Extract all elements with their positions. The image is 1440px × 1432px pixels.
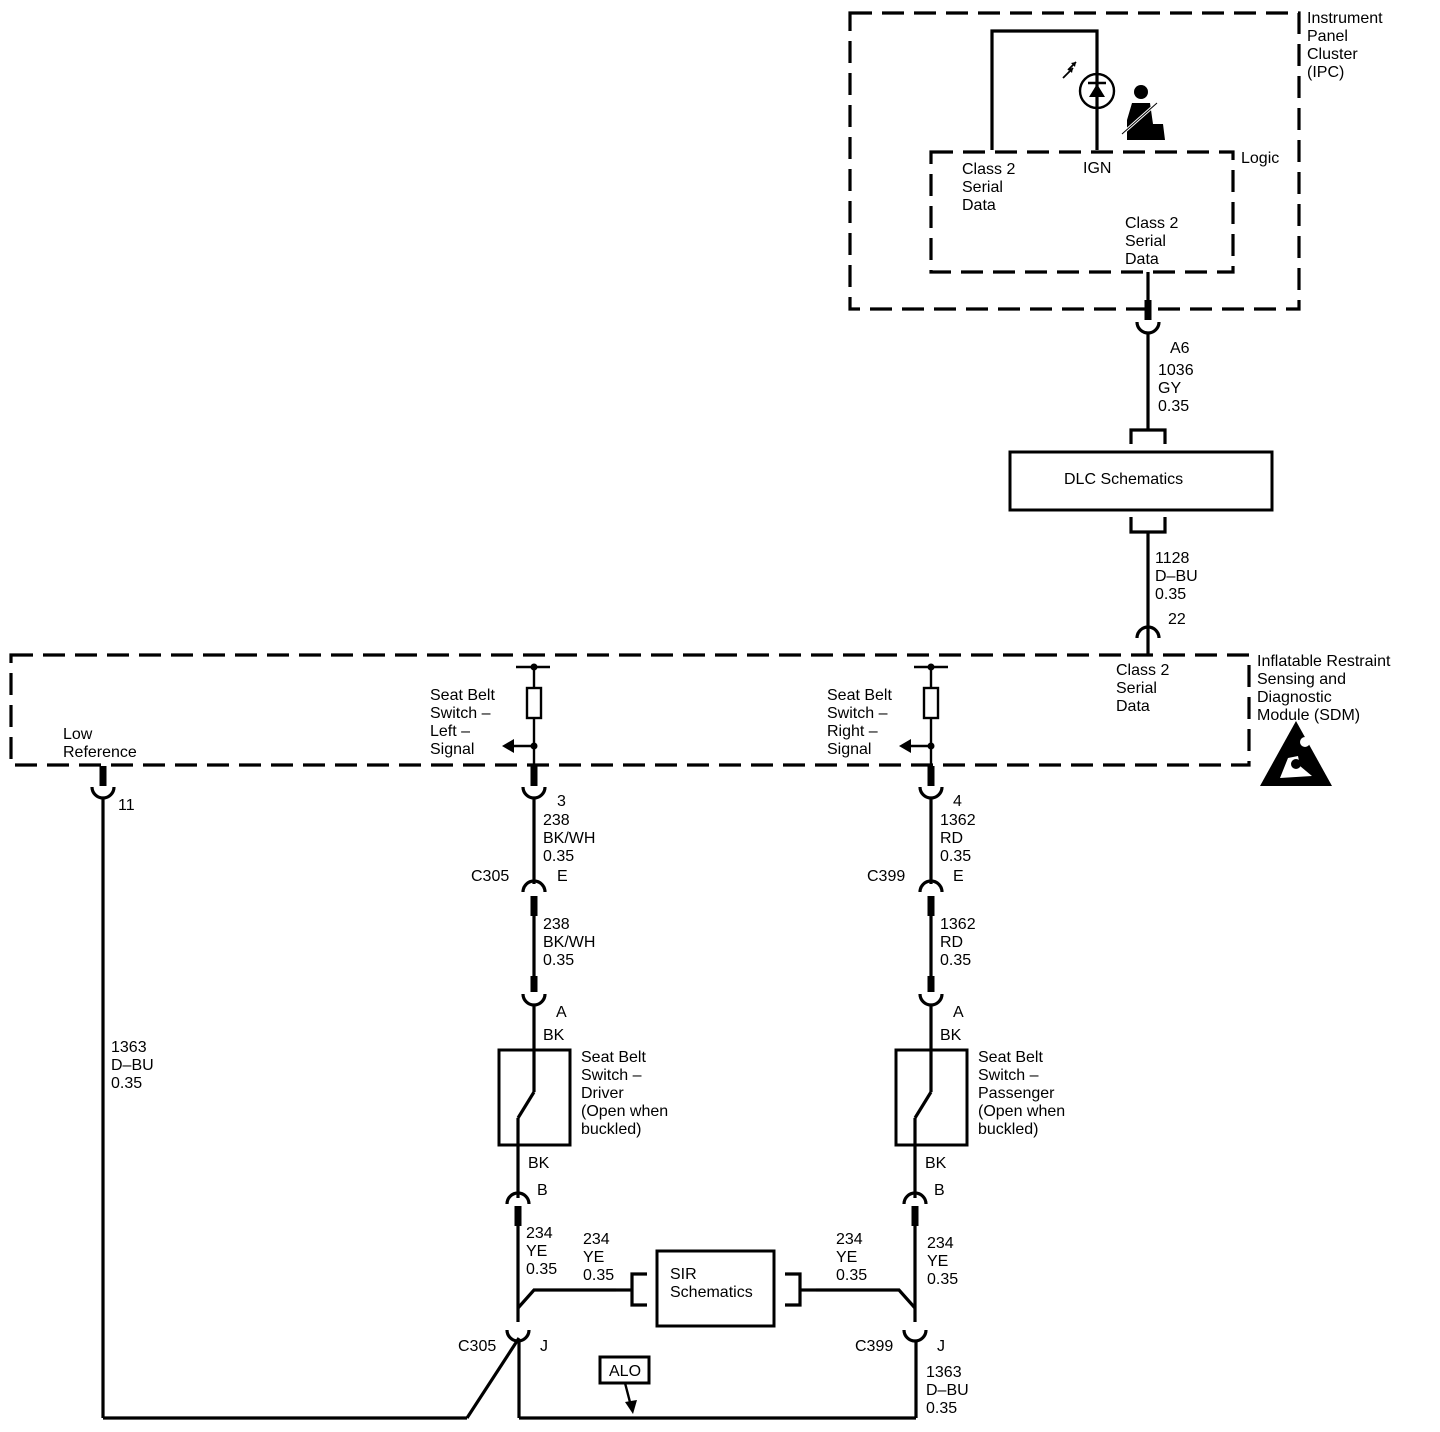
- left-switch-pin-b: B: [537, 1182, 548, 1199]
- left-wire2-label: 238 BK/WH 0.35: [543, 916, 600, 969]
- left-wire3-label: 234 YE 0.35: [526, 1225, 557, 1278]
- wire-1128: 1128 D–BU 0.35 22: [1129, 517, 1202, 655]
- right-branch: 4 1362 RD 0.35 C399 E 1362 RD 0.35 A BK …: [855, 766, 1070, 1418]
- left-branch: 3 238 BK/WH 0.35 C305 E 238 BK/WH 0.35 A…: [458, 766, 916, 1420]
- left-switch-pin-a: A: [556, 1004, 567, 1021]
- right-switch-color-b: BK: [925, 1155, 947, 1172]
- alo-tag: ALO: [598, 1355, 651, 1414]
- c399-e-connector: [918, 879, 944, 893]
- dlc-top-bracket: [1129, 428, 1167, 444]
- c305-pin-j: J: [540, 1338, 548, 1355]
- wire-1036: A6 1036 GY 0.35: [1129, 272, 1198, 444]
- ipc-module: Instrument Panel Cluster (IPC) Logic: [848, 10, 1387, 311]
- sir-right-wire: [816, 1288, 917, 1310]
- sdm-left-pullup: [502, 663, 550, 768]
- airbag-warning-icon: [1260, 721, 1332, 786]
- ipc-internal-wire: [990, 29, 1099, 150]
- right-wire1-label: 4 1362 RD 0.35: [940, 793, 980, 865]
- sir-schematics-box: [655, 1249, 776, 1328]
- sdm-module: Inflatable Restraint Sensing and Diagnos…: [9, 653, 1395, 786]
- wire-1036-label: A6 1036 GY 0.35: [1158, 340, 1198, 415]
- right-wire2-label: 1362 RD 0.35: [940, 916, 980, 969]
- c399-bottom-label: C399: [855, 1338, 893, 1355]
- wire-1363-low-ref: 11 1363 D–BU 0.35: [90, 766, 521, 1420]
- dlc-schematics-box: DLC Schematics: [1008, 450, 1274, 512]
- right-switch-pin-b: B: [934, 1182, 945, 1199]
- dlc-bottom-bracket: [1129, 517, 1167, 534]
- wire-1363-label: 1363 D–BU 0.35: [111, 1039, 158, 1092]
- sir-schematics: SIR Schematics 234 YE 0.35 234 YE 0.35: [516, 1231, 917, 1328]
- left-switch-color-a: BK: [543, 1027, 565, 1044]
- sdm-right-pullup: [899, 663, 948, 768]
- c305-pin-e: E: [557, 868, 568, 885]
- c399-j-connector: [902, 1329, 928, 1343]
- c305-label: C305: [471, 868, 509, 885]
- left-wire1-label: 3 238 BK/WH 0.35: [543, 793, 600, 865]
- alo-arrow-icon: [625, 1400, 637, 1414]
- ipc-ign-label: IGN: [1083, 160, 1111, 177]
- sdm-title: Inflatable Restraint Sensing and Diagnos…: [1257, 653, 1395, 724]
- alo-label: ALO: [609, 1363, 641, 1380]
- sdm-right-signal-label: Seat Belt Switch – Right – Signal: [827, 687, 896, 758]
- c305-e-connector: [521, 879, 547, 893]
- ipc-class2-left-label: Class 2 Serial Data: [962, 161, 1020, 214]
- right-wire4-label: 1363 D–BU 0.35: [926, 1364, 973, 1417]
- right-switch-color-a: BK: [940, 1027, 962, 1044]
- sir-left-wire-label: 234 YE 0.35: [583, 1231, 614, 1284]
- sir-left-wire: [516, 1288, 616, 1310]
- seat-belt-switch-driver-label: Seat Belt Switch – Driver (Open when buc…: [581, 1049, 673, 1138]
- right-wire3-label: 234 YE 0.35: [927, 1235, 958, 1288]
- sdm-left-signal-label: Seat Belt Switch – Left – Signal: [430, 687, 499, 758]
- sdm-boundary: [9, 653, 1251, 767]
- ipc-boundary: [848, 11, 1301, 311]
- sir-label: SIR Schematics: [670, 1266, 753, 1301]
- c399-pin-e: E: [953, 868, 964, 885]
- ipc-logic-boundary: [929, 150, 1235, 274]
- left-switch-pin-b-connector: [505, 1191, 531, 1205]
- right-switch-pin-a: A: [953, 1004, 964, 1021]
- indicator-lamp-icon: [1062, 61, 1116, 110]
- dlc-label: DLC Schematics: [1064, 471, 1183, 488]
- sdm-low-reference-label: Low Reference: [63, 726, 137, 761]
- sdm-class2-label: Class 2 Serial Data: [1116, 662, 1174, 715]
- wire-1128-label: 1128 D–BU 0.35 22: [1155, 550, 1202, 628]
- seatbelt-person-icon: [1121, 85, 1165, 140]
- sir-left-bracket: [630, 1272, 647, 1307]
- low-ref-pin: 11: [118, 797, 135, 814]
- sir-right-wire-label: 234 YE 0.35: [836, 1231, 867, 1284]
- ipc-title: Instrument Panel Cluster (IPC): [1307, 10, 1387, 81]
- right-switch-pin-b-connector: [902, 1191, 928, 1205]
- c399-pin-j: J: [937, 1338, 945, 1355]
- c305-bottom-label: C305: [458, 1338, 496, 1355]
- left-switch-color-b: BK: [528, 1155, 550, 1172]
- ipc-logic-label: Logic: [1241, 150, 1279, 167]
- c399-label: C399: [867, 868, 905, 885]
- ipc-class2-right-label: Class 2 Serial Data: [1125, 215, 1183, 268]
- sir-right-bracket: [785, 1272, 802, 1307]
- seat-belt-switch-passenger-label: Seat Belt Switch – Passenger (Open when …: [978, 1049, 1070, 1138]
